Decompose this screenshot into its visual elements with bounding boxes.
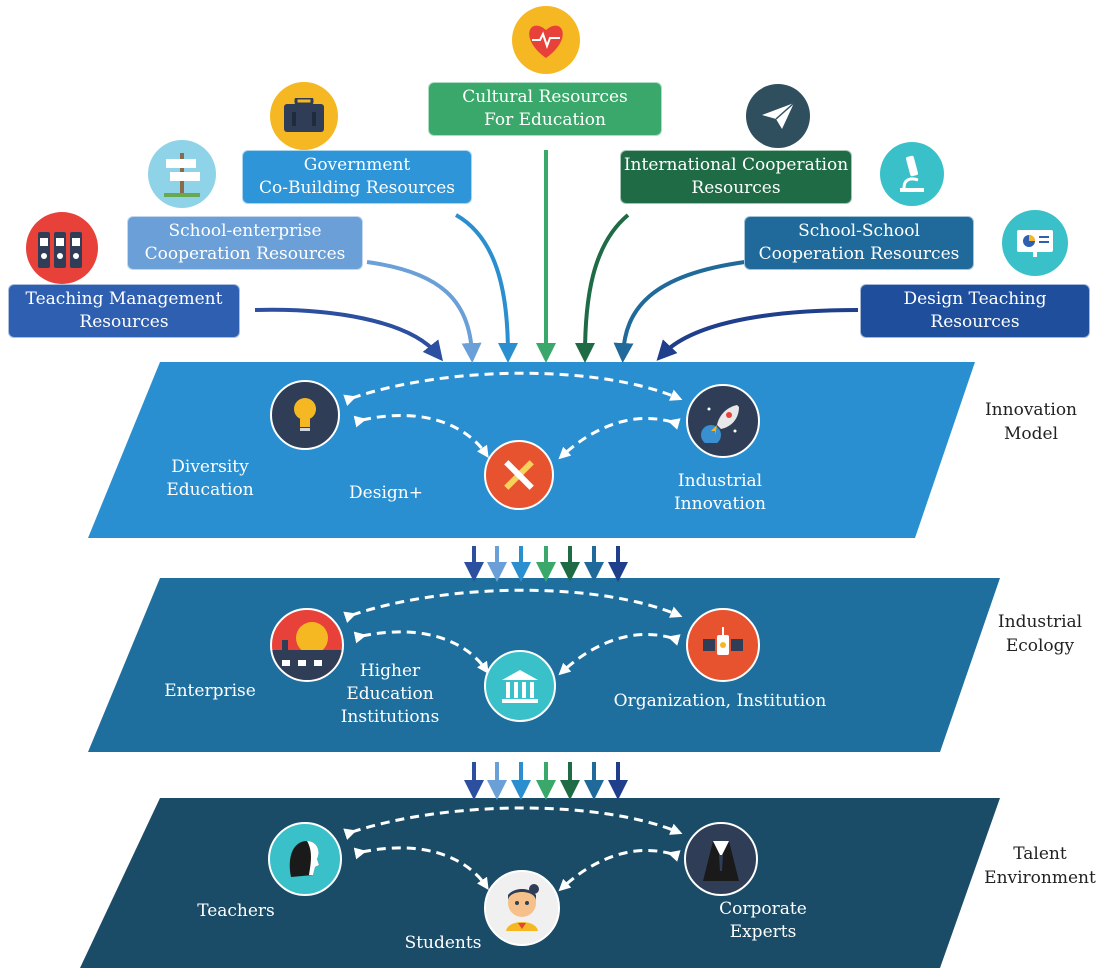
arrow-government: [455, 213, 518, 363]
box-cultural-line1: Cultural Resources: [462, 87, 628, 107]
signpost-icon: [148, 140, 216, 208]
box-government: Government Co-Building Resources: [242, 150, 472, 204]
node-design-line1: Design+: [349, 483, 423, 503]
side-ecology-line1: Industrial: [997, 612, 1083, 632]
side-innovation-line2: Model: [1003, 424, 1059, 444]
side-label-innovation-model: Innovation Model: [976, 398, 1086, 446]
arrow-school-enterprise: [366, 260, 482, 363]
microscope-icon: [880, 142, 944, 206]
node-higher-education: Higher Education Institutions: [340, 660, 440, 729]
node-industrial-line1: Industrial: [677, 471, 763, 491]
node-enterprise-line1: Enterprise: [164, 681, 256, 701]
box-school-school: School-School Cooperation Resources: [744, 216, 974, 270]
node-corporate-experts: Corporate Experts: [718, 898, 808, 944]
node-higher-line1: Higher: [359, 661, 421, 681]
box-government-line1: Government: [303, 155, 411, 175]
side-label-industrial-ecology: Industrial Ecology: [990, 610, 1090, 658]
institution-building-icon: [484, 650, 556, 722]
student-girl-icon: [484, 870, 560, 946]
box-school-school-line2: Cooperation Resources: [758, 244, 960, 264]
box-cultural-line2: For Education: [484, 110, 606, 130]
node-corporate-line2: Experts: [729, 922, 797, 942]
box-design-line2: Resources: [930, 312, 1020, 332]
node-organization-institution: Organization, Institution: [612, 690, 828, 713]
node-organization-line1: Organization, Institution: [613, 691, 827, 711]
rocket-icon: [686, 384, 760, 458]
box-teaching-line1: Teaching Management: [25, 289, 223, 309]
box-design-line1: Design Teaching: [903, 289, 1047, 309]
node-design-plus: Design+: [346, 482, 426, 505]
side-ecology-line2: Ecology: [1005, 636, 1075, 656]
box-school-enterprise-line1: School-enterprise: [168, 221, 322, 241]
node-diversity-education: Diversity Education: [160, 456, 260, 502]
node-diversity-line1: Diversity: [171, 457, 249, 477]
node-higher-line3: Institutions: [340, 707, 440, 727]
paper-plane-icon: [746, 84, 810, 148]
node-students-line1: Students: [404, 933, 482, 953]
node-students: Students: [398, 932, 488, 955]
box-teaching-management: Teaching Management Resources: [8, 284, 240, 338]
down-arrows-1: [464, 546, 628, 582]
box-cultural: Cultural Resources For Education: [428, 82, 662, 136]
box-international-line2: Resources: [691, 178, 781, 198]
node-higher-line2: Education: [346, 684, 434, 704]
pencil-ruler-icon: [484, 440, 554, 510]
box-international-line1: International Cooperation: [623, 155, 849, 175]
satellite-icon: [686, 608, 760, 682]
arrow-design: [656, 308, 859, 361]
node-diversity-line2: Education: [166, 480, 254, 500]
teacher-profile-icon: [268, 822, 342, 896]
node-teachers-line1: Teachers: [197, 901, 275, 921]
links-talent: [343, 806, 683, 892]
box-school-school-line1: School-School: [798, 221, 920, 241]
factory-icon: [270, 608, 344, 682]
side-label-talent-environment: Talent Environment: [982, 842, 1098, 890]
briefcase-icon: [270, 82, 338, 150]
side-talent-line1: Talent: [1013, 844, 1067, 864]
node-corporate-line1: Corporate: [719, 899, 807, 919]
arrow-teaching: [254, 307, 444, 362]
links-innovation: [343, 371, 683, 460]
heart-pulse-icon: [512, 6, 580, 74]
links-ecology: [343, 588, 683, 676]
lightbulb-icon: [270, 380, 340, 450]
node-industrial-innovation: Industrial Innovation: [660, 470, 780, 516]
arrow-international: [575, 213, 630, 363]
down-arrows-2: [464, 762, 628, 800]
binders-icon: [26, 212, 98, 284]
presentation-icon: [1002, 210, 1068, 276]
box-design-teaching: Design Teaching Resources: [860, 284, 1090, 338]
side-talent-line2: Environment: [984, 868, 1096, 888]
node-teachers: Teachers: [186, 900, 286, 923]
box-government-line2: Co-Building Resources: [258, 178, 456, 198]
business-suit-icon: [684, 822, 758, 896]
node-enterprise: Enterprise: [160, 680, 260, 703]
box-teaching-line2: Resources: [79, 312, 169, 332]
box-international: International Cooperation Resources: [620, 150, 852, 204]
node-industrial-line2: Innovation: [673, 494, 767, 514]
box-school-enterprise: School-enterprise Cooperation Resources: [127, 216, 363, 270]
side-innovation-line1: Innovation: [984, 400, 1078, 420]
box-school-enterprise-line2: Cooperation Resources: [144, 244, 346, 264]
arrow-school-school: [613, 260, 746, 363]
